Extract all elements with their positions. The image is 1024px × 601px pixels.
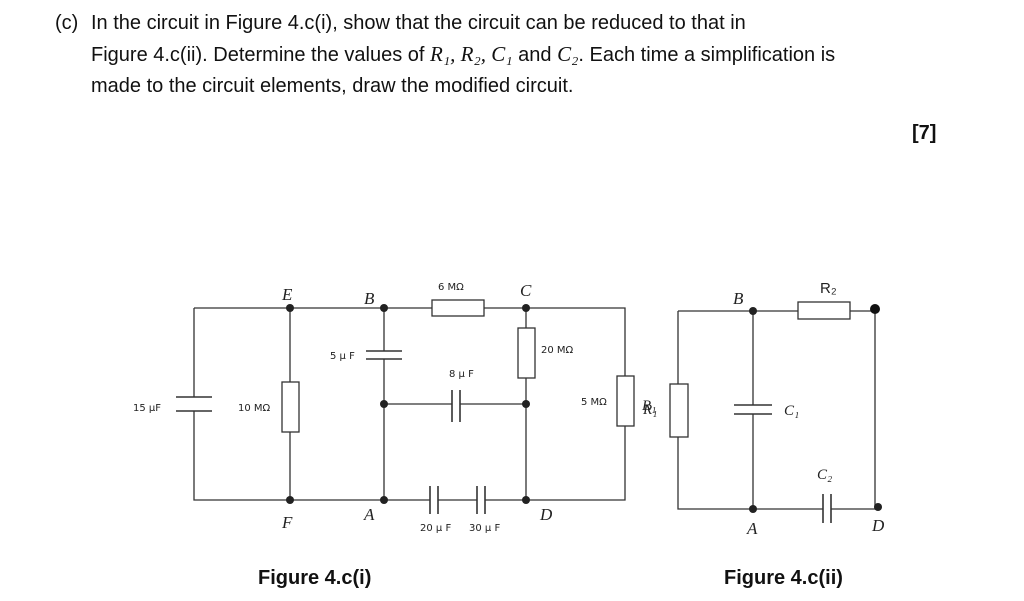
label-5M: 5 MΩ	[581, 397, 607, 408]
junction-top-right	[870, 304, 880, 314]
junction-B	[380, 304, 388, 312]
label-C2: C₂	[817, 467, 832, 483]
label-6M: 6 MΩ	[438, 282, 464, 293]
junction-B	[749, 307, 757, 315]
node-label-C: C	[520, 281, 532, 300]
question-line-1: (c)In the circuit in Figure 4.c(i), show…	[55, 8, 975, 39]
label-10M: 10 MΩ	[238, 403, 271, 414]
resistor-20M	[517, 327, 536, 379]
resistor-R2	[797, 301, 851, 320]
junction-D	[874, 503, 882, 511]
junction-mid-right	[522, 400, 530, 408]
question-line-3: made to the circuit elements, draw the m…	[91, 75, 574, 97]
junction-F	[286, 496, 294, 504]
resistor-10M	[281, 381, 300, 433]
junction-mid-left	[380, 400, 388, 408]
label-R1-fig1: R₁	[641, 398, 656, 414]
question-line-2: Figure 4.c(ii). Determine the values of …	[91, 42, 836, 66]
node-label-B: B	[364, 289, 375, 308]
junction-C	[522, 304, 530, 312]
label-8uF: 8 μ F	[449, 369, 474, 380]
node-label-D: D	[871, 516, 885, 535]
resistor-6M	[431, 299, 485, 317]
question-text: (c)In the circuit in Figure 4.c(i), show…	[55, 8, 975, 102]
label-20uF: 20 μ F	[420, 523, 451, 534]
marks: [7]	[912, 122, 937, 144]
figure-caption-ii: Figure 4.c(ii)	[724, 567, 843, 589]
junction-A	[749, 505, 757, 513]
junction-E	[286, 304, 294, 312]
question-label: (c)	[55, 12, 79, 34]
label-30uF: 30 μ F	[469, 523, 500, 534]
label-5uF: 5 μ F	[330, 351, 355, 362]
junction-D	[522, 496, 530, 504]
figure-4cii-circuit: B A D R₁ R₂ C₁ C₂	[642, 280, 885, 538]
label-15uF: 15 μF	[133, 403, 161, 414]
resistor-R1	[669, 383, 689, 438]
figure-4ci-circuit: E B C F A D 15 μF 10 MΩ 5 μ F 6 MΩ 20 MΩ…	[133, 281, 656, 534]
label-R1: R₁	[642, 402, 657, 418]
node-label-A: A	[363, 505, 375, 524]
label-R2: R₂	[820, 280, 837, 297]
figure-caption-i: Figure 4.c(i)	[258, 567, 372, 589]
node-label-F: F	[281, 513, 293, 532]
node-label-E: E	[281, 285, 293, 304]
junction-A	[380, 496, 388, 504]
node-label-A: A	[746, 519, 758, 538]
label-C1: C₁	[784, 403, 799, 419]
node-label-D: D	[539, 505, 553, 524]
node-label-B: B	[733, 289, 744, 308]
resistor-5M	[616, 375, 635, 427]
variables: R₁, R₂, C₁	[430, 42, 513, 66]
label-20M: 20 MΩ	[541, 345, 574, 356]
